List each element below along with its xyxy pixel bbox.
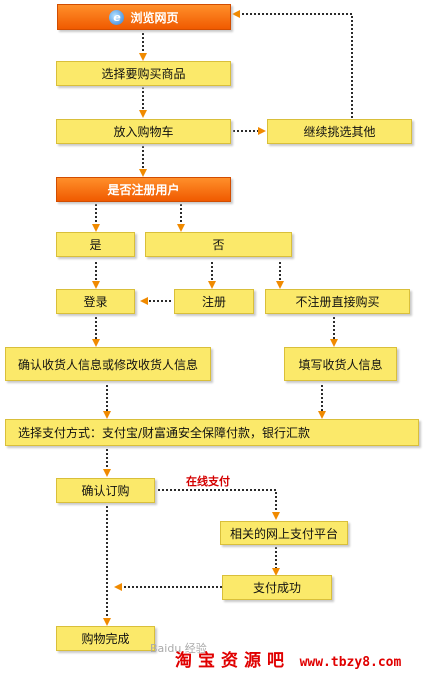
ie-browser-icon: e <box>109 9 125 25</box>
node-browse-web: e 浏览网页 <box>57 4 231 30</box>
footer-site-name: 淘宝资源吧 <box>175 651 290 671</box>
node-payment-success: 支付成功 <box>222 575 332 600</box>
node-yes: 是 <box>56 232 135 257</box>
node-browse-label: 浏览网页 <box>130 10 179 25</box>
node-payment-method: 选择支付方式：支付宝/财富通安全保障付款，银行汇款 <box>5 419 419 446</box>
node-register: 注册 <box>174 289 254 314</box>
node-login: 登录 <box>56 289 135 314</box>
arrow-continue-to-browse <box>232 10 353 118</box>
node-buy-without-register: 不注册直接购买 <box>265 289 410 314</box>
node-fill-receiver-info: 填写收货人信息 <box>284 347 397 381</box>
node-shopping-complete: 购物完成 <box>56 626 155 651</box>
online-payment-label: 在线支付 <box>186 475 230 488</box>
node-is-registered: 是否注册用户 <box>56 177 231 202</box>
baidu-watermark: Baidu 经验 <box>150 642 207 655</box>
footer-site-url: www.tbzy8.com <box>299 655 402 670</box>
node-confirm-order: 确认订购 <box>56 478 155 503</box>
node-confirm-receiver-info: 确认收货人信息或修改收货人信息 <box>5 347 211 381</box>
node-add-to-cart: 放入购物车 <box>56 119 231 144</box>
arrow-order-to-platform <box>158 489 280 520</box>
footer-brand: 淘宝资源吧 www.tbzy8.com <box>175 646 401 671</box>
node-no: 否 <box>145 232 292 257</box>
node-continue-shopping: 继续挑选其他 <box>267 119 412 144</box>
node-select-product: 选择要购买商品 <box>56 61 231 86</box>
node-payment-platform: 相关的网上支付平台 <box>220 521 348 545</box>
